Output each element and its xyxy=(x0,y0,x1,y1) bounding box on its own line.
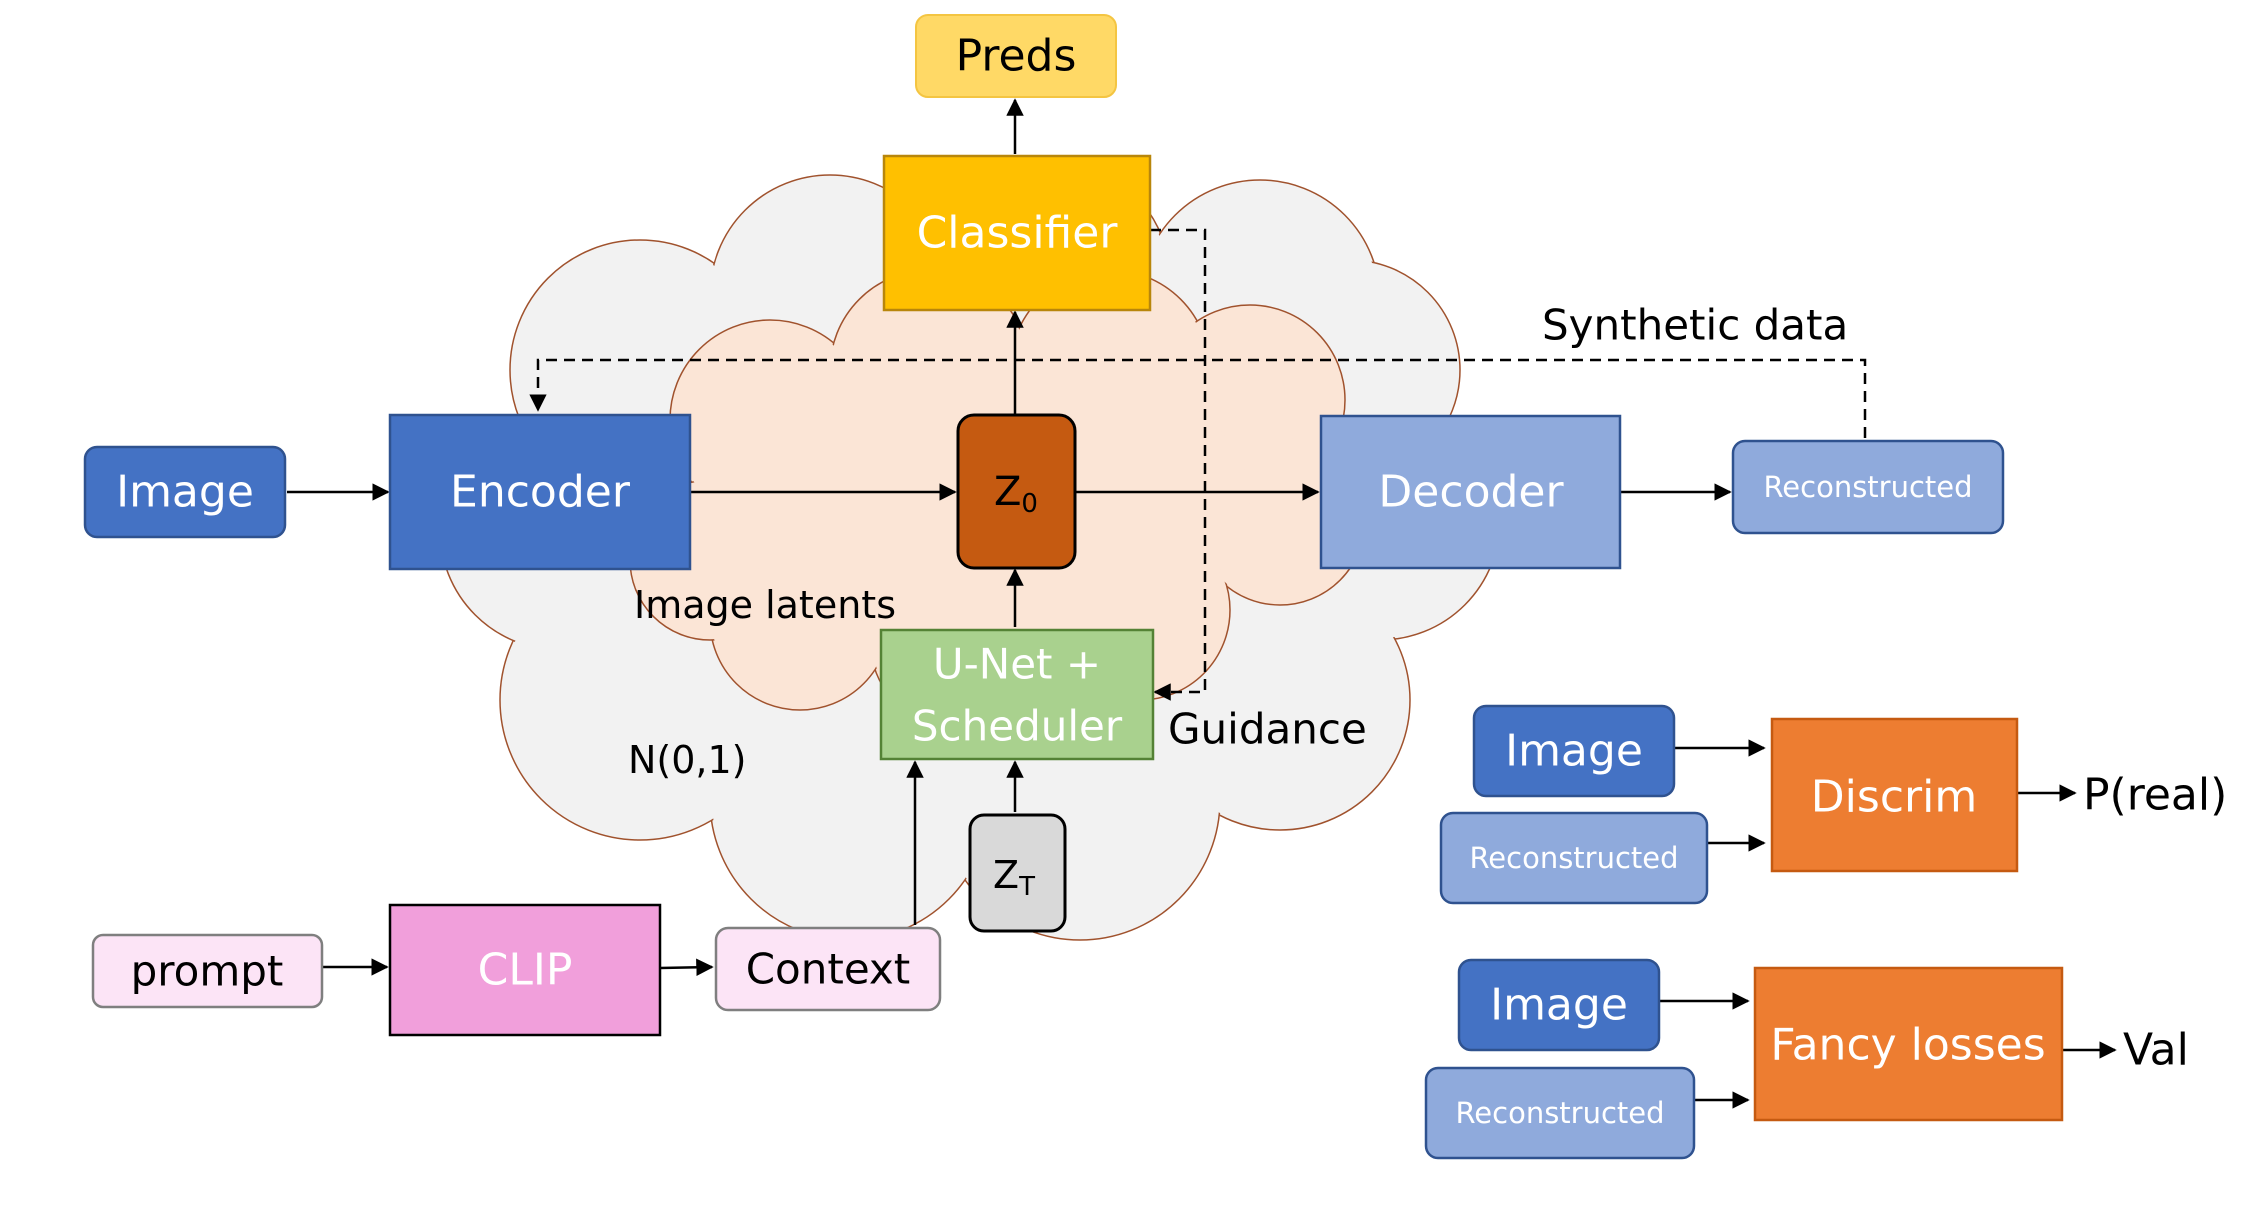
image-latents-label: Image latents xyxy=(634,583,896,627)
arrow-guidance xyxy=(1150,228,1207,701)
encoder-label: Encoder xyxy=(450,467,631,518)
val-label: Val xyxy=(2123,1025,2189,1076)
zt-subscript: T xyxy=(1018,872,1035,902)
reconstructed-node: Reconstructed xyxy=(1731,439,2005,535)
fancy-losses-label: Fancy losses xyxy=(1770,1020,2045,1071)
fancy-losses-node: Fancy losses xyxy=(1753,966,2064,1122)
decoder-label: Decoder xyxy=(1378,467,1564,518)
z0-label: Z0 xyxy=(994,469,1038,519)
p-real-label: P(real) xyxy=(2083,770,2227,821)
preds-node: Preds xyxy=(915,14,1117,98)
context-node: Context xyxy=(714,926,942,1012)
connectors xyxy=(287,98,2117,1109)
prompt-label: prompt xyxy=(131,947,284,996)
losses-image-label: Image xyxy=(1490,980,1628,1031)
classifier-label: Classifier xyxy=(917,208,1119,259)
z0-main-text: Z xyxy=(994,469,1021,515)
discrim-image-node: Image xyxy=(1472,704,1676,798)
unet-label-line2: Scheduler xyxy=(912,702,1123,751)
synthetic-data-label: Synthetic data xyxy=(1542,301,1848,350)
encoder-node: Encoder xyxy=(388,413,692,571)
clip-node: CLIP xyxy=(388,903,662,1037)
discrim-label: Discrim xyxy=(1811,772,1977,823)
z0-node: Z0 xyxy=(956,413,1077,570)
arrow-clip-context xyxy=(659,958,714,977)
reconstructed-label: Reconstructed xyxy=(1763,470,1972,504)
zt-main-text: Z xyxy=(993,853,1019,897)
noise-label: N(0,1) xyxy=(628,738,747,782)
discrim-reconstructed-label: Reconstructed xyxy=(1469,841,1678,875)
preds-label: Preds xyxy=(956,31,1077,82)
discrim-image-label: Image xyxy=(1505,726,1643,777)
decoder-node: Decoder xyxy=(1319,414,1622,570)
losses-reconstructed-label: Reconstructed xyxy=(1455,1096,1664,1130)
discrim-node: Discrim xyxy=(1770,717,2019,873)
image-input-node: Image xyxy=(83,445,287,539)
losses-reconstructed-node: Reconstructed xyxy=(1424,1066,1696,1160)
prompt-node: prompt xyxy=(91,933,324,1009)
classifier-node: Classifier xyxy=(882,154,1152,312)
guidance-label: Guidance xyxy=(1168,705,1367,754)
image-input-label: Image xyxy=(116,467,254,518)
unet-scheduler-node: U-Net + Scheduler xyxy=(879,628,1155,761)
clip-label: CLIP xyxy=(478,945,573,996)
context-label: Context xyxy=(746,945,911,994)
z0-subscript: 0 xyxy=(1021,489,1038,519)
discrim-reconstructed-node: Reconstructed xyxy=(1439,811,1709,905)
zt-label: ZT xyxy=(993,853,1035,902)
arrow-synthetic-data-loop xyxy=(529,358,1867,438)
zt-node: ZT xyxy=(968,813,1067,933)
unet-label-line1: U-Net + xyxy=(933,640,1101,689)
losses-image-node: Image xyxy=(1457,958,1661,1052)
